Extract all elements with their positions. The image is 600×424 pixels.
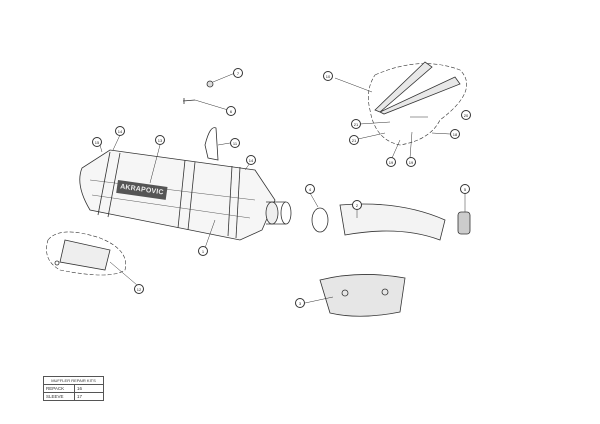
- callout-18: 18: [450, 129, 460, 139]
- callout-11: 11: [230, 138, 240, 148]
- repair-kits-table: MUFFLER REPAIR KITS REPACK 16 SLEEVE 17: [43, 376, 104, 401]
- callout-15: 15: [92, 137, 102, 147]
- callout-19: 19: [386, 157, 396, 167]
- table-row: REPACK 16: [43, 384, 104, 393]
- callout-14: 14: [246, 155, 256, 165]
- muffler: [79, 127, 292, 241]
- callout-12: 12: [134, 284, 144, 294]
- kit-name: SLEEVE: [43, 392, 75, 401]
- kit-name: REPACK: [43, 384, 75, 393]
- callout-4: 4: [305, 184, 315, 194]
- callout-3: 3: [295, 298, 305, 308]
- callout-2: 2: [352, 200, 362, 210]
- callout-13: 13: [155, 135, 165, 145]
- table-title: MUFFLER REPAIR KITS: [43, 376, 104, 385]
- callout-21: 21: [351, 119, 361, 129]
- callout-1: 1: [198, 246, 208, 256]
- kit-part: 16: [74, 384, 104, 393]
- kit-part: 17: [74, 392, 104, 401]
- callout-5: 5: [460, 184, 470, 194]
- bracket: [204, 127, 219, 161]
- callout-21: 21: [349, 135, 359, 145]
- table-row: SLEEVE 17: [43, 392, 104, 401]
- callout-6: 6: [226, 106, 236, 116]
- callout-7: 7: [233, 68, 243, 78]
- callout-20: 20: [461, 110, 471, 120]
- brand-logo-plate: [116, 180, 168, 200]
- callout-14: 14: [115, 126, 125, 136]
- callout-19: 19: [406, 157, 416, 167]
- callout-10: 10: [323, 71, 333, 81]
